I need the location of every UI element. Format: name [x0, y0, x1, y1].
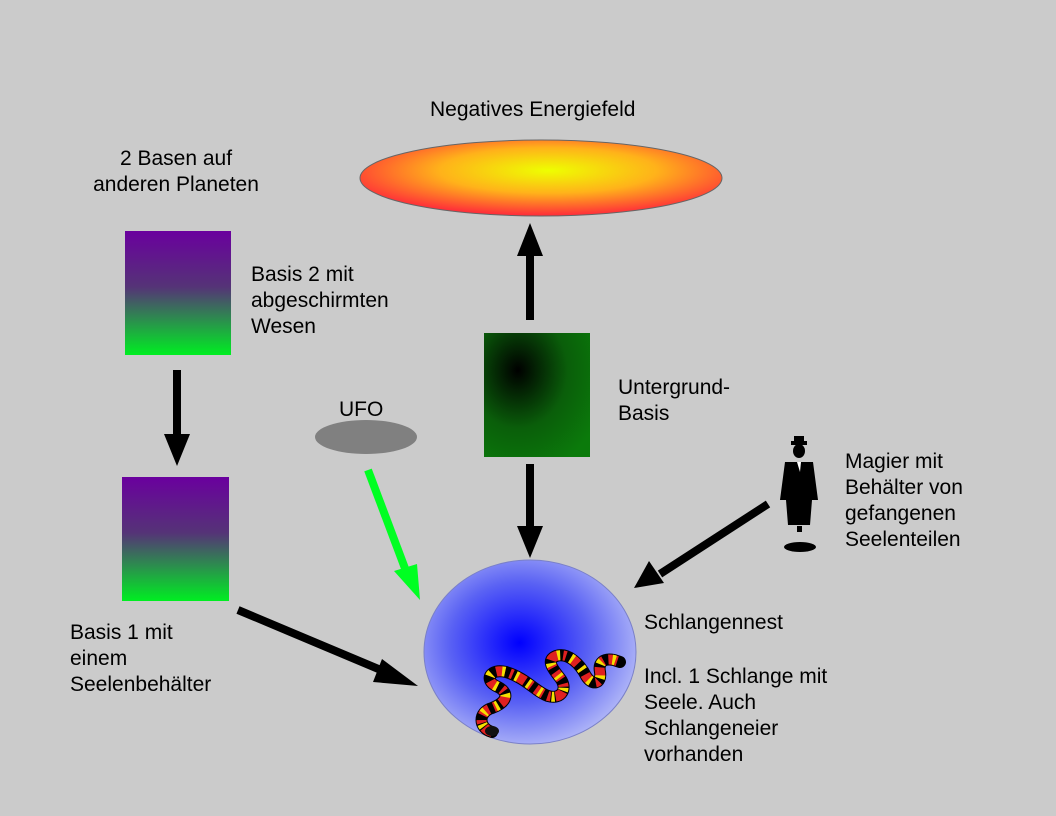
two-bases-label: 2 Basen auf anderen Planeten: [76, 146, 276, 198]
base2-line-2: abgeschirmten: [251, 289, 389, 312]
base2-line-1: Basis 2 mit: [251, 263, 354, 286]
underground-line-2: Basis: [618, 402, 670, 425]
two-bases-line-2: anderen Planeten: [93, 173, 259, 196]
arrow-ufo-to-nest: [364, 468, 420, 600]
two-bases-line-1: 2 Basen auf: [119, 147, 233, 170]
arrow-underground-to-nest: [517, 464, 543, 558]
base1-label: Basis 1 mit einem Seelenbehälter: [70, 620, 211, 698]
snake-nest-circle: [423, 559, 637, 745]
base2-label: Basis 2 mit abgeschirmten Wesen: [251, 262, 389, 340]
arrow-magician-to-nest: [634, 500, 771, 588]
underground-base-box: [484, 333, 590, 457]
base1-line-1: Basis 1 mit: [70, 621, 173, 644]
snake-icon: [475, 649, 626, 738]
nest-desc-line-3: Schlangeneier: [644, 717, 779, 740]
ufo-label: UFO: [339, 398, 384, 421]
underground-label: Untergrund- Basis: [618, 375, 730, 427]
magician-line-1: Magier mit: [845, 450, 944, 473]
base1-line-2: einem: [70, 647, 128, 670]
nest-desc-line-4: vorhanden: [644, 743, 744, 766]
nest-title-label: Schlangennest: [644, 611, 783, 634]
magician-label: Magier mit Behälter von gefangenen Seele…: [845, 449, 963, 553]
base-2-box: [125, 231, 231, 355]
magician-icon: [780, 436, 818, 552]
base1-line-3: Seelenbehälter: [70, 673, 212, 696]
base-1-box: [122, 477, 229, 601]
arrow-base2-to-base1: [164, 370, 190, 466]
base2-line-3: Wesen: [251, 315, 316, 338]
arrow-base1-to-nest: [236, 606, 418, 686]
underground-line-1: Untergrund-: [618, 376, 731, 399]
arrow-underground-to-energy: [517, 223, 543, 320]
nest-desc-line-1: Incl. 1 Schlange mit: [644, 665, 828, 688]
ufo-shape: [315, 420, 417, 454]
energy-field-label: Negatives Energiefeld: [430, 98, 636, 121]
nest-desc-line-2: Seele. Auch: [644, 691, 757, 714]
magician-line-2: Behälter von: [845, 476, 963, 499]
energy-field-ellipse: [359, 139, 723, 217]
magician-line-3: gefangenen: [845, 502, 956, 525]
magician-line-4: Seelenteilen: [845, 528, 961, 551]
nest-description-label: Incl. 1 Schlange mit Seele. Auch Schlang…: [644, 664, 827, 768]
